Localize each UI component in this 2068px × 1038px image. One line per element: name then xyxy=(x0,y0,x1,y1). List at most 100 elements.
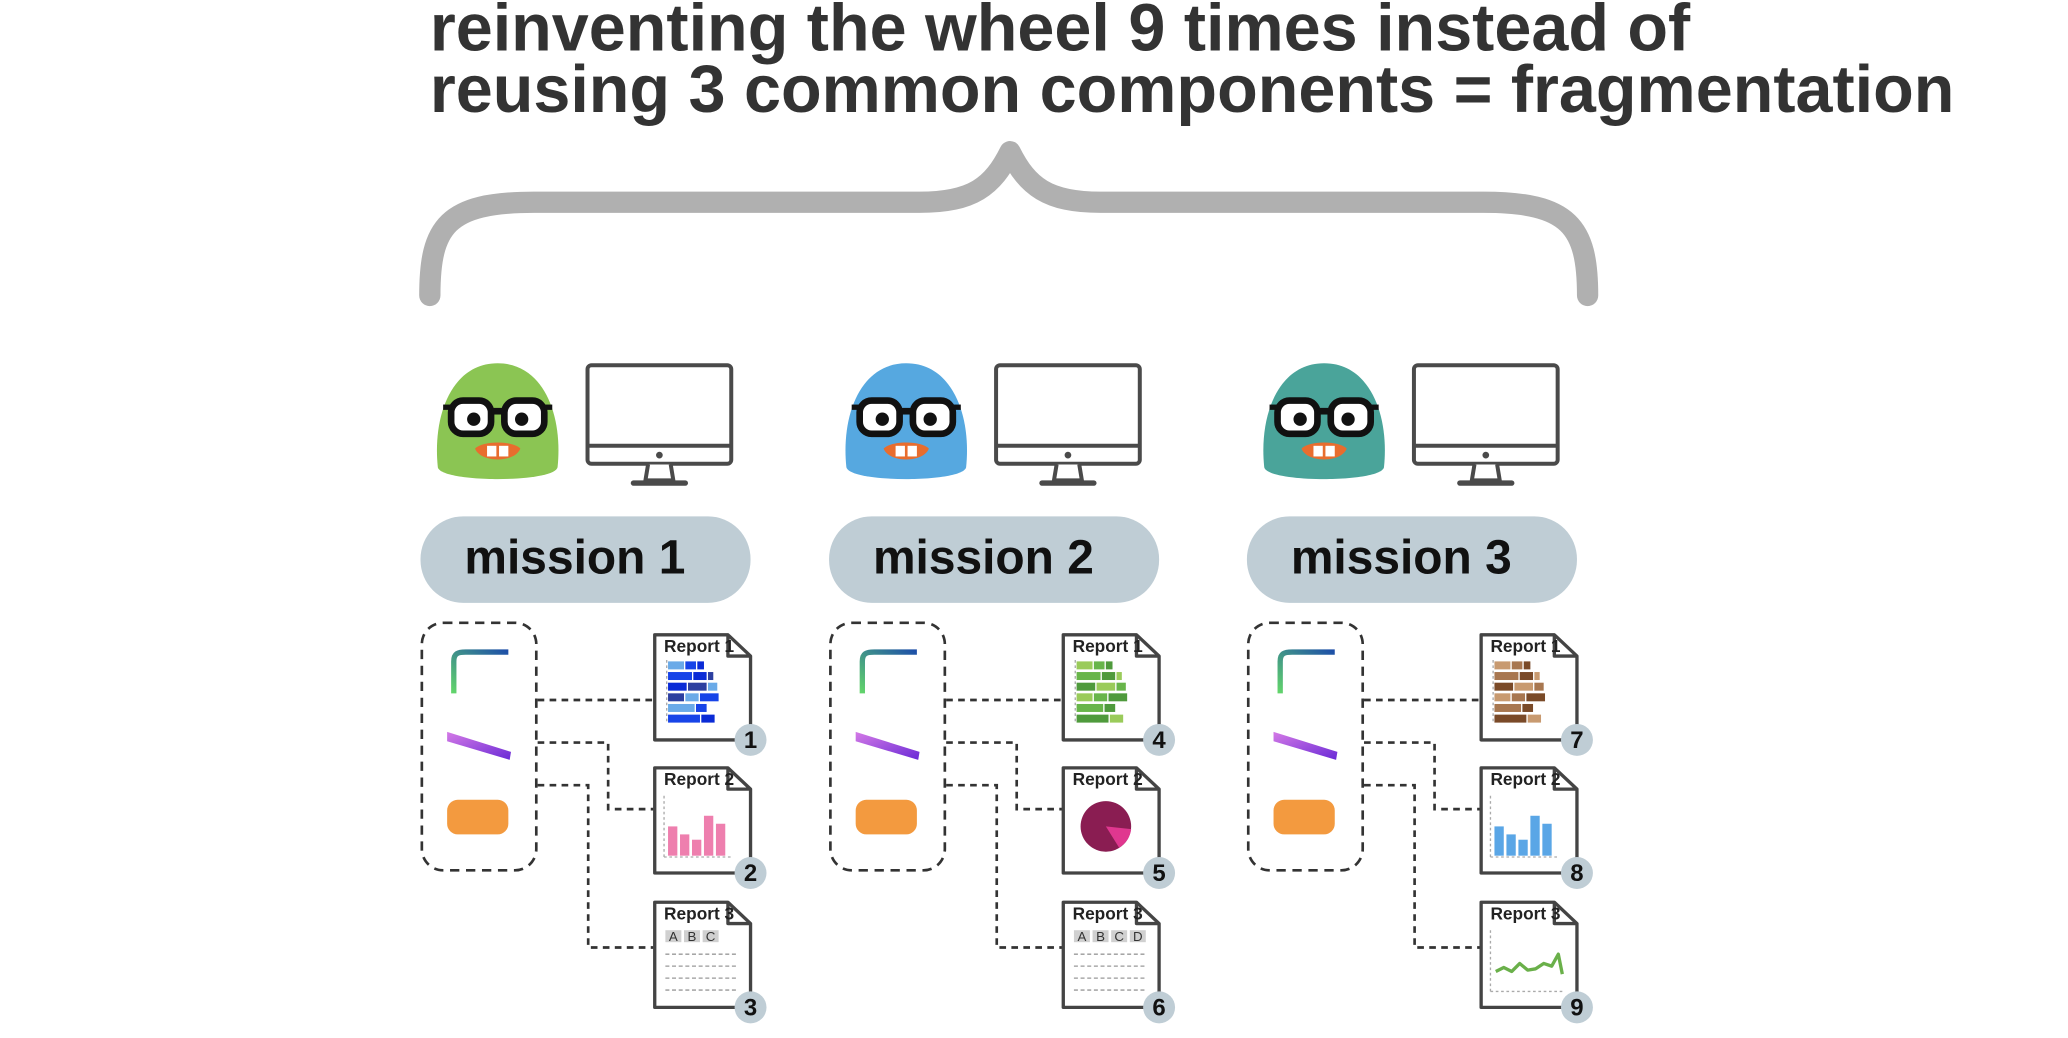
hbar-segment xyxy=(1494,703,1522,712)
report-number-badge xyxy=(734,991,767,1024)
hbar-segment xyxy=(1109,714,1124,723)
title-line-1: reinventing the wheel 9 times instead of xyxy=(430,0,1691,66)
report-number: 8 xyxy=(1570,860,1583,887)
hbar-segment xyxy=(1511,693,1526,702)
eye-right xyxy=(923,412,937,426)
report-title: Report 3 xyxy=(1073,904,1143,924)
report-number: 2 xyxy=(744,860,757,887)
table-column-label: B xyxy=(1096,929,1105,944)
hbar-segment xyxy=(1534,682,1544,691)
connector-line xyxy=(537,741,654,811)
vbar xyxy=(680,834,690,856)
components-box xyxy=(829,621,947,872)
table-column-label: A xyxy=(669,929,678,944)
blob-body xyxy=(1263,363,1385,480)
hbar-segment xyxy=(1511,661,1523,670)
table-header-cell xyxy=(702,930,719,943)
hbar-segment xyxy=(1108,693,1128,702)
report-document: Report 39 xyxy=(1479,900,1593,1024)
document-fold xyxy=(1134,767,1160,791)
diagonal-purple-line-icon xyxy=(855,731,920,760)
hbar-segment xyxy=(1076,703,1104,712)
hbar-segment xyxy=(1526,693,1546,702)
mission-label: mission 1 xyxy=(464,532,685,585)
hbar-segment xyxy=(1116,672,1122,681)
hbar-segment xyxy=(1514,682,1534,691)
hbar-segment xyxy=(695,703,707,712)
report-document: Report 25 xyxy=(1061,766,1176,889)
pie-slice xyxy=(1105,826,1132,848)
hbar-segment xyxy=(1096,682,1116,691)
report-number-badge xyxy=(1143,723,1176,756)
orange-rounded-rect-icon xyxy=(855,799,917,835)
hbar-segment xyxy=(1116,682,1126,691)
monitor-screen xyxy=(1411,363,1560,466)
report-title: Report 1 xyxy=(1073,636,1143,656)
document-fold xyxy=(1134,902,1160,926)
eye-right xyxy=(515,412,529,426)
hbar-segment xyxy=(1105,661,1113,670)
report-number-badge xyxy=(1143,991,1176,1024)
report-number-badge xyxy=(1560,857,1593,889)
hbar-segment xyxy=(668,672,692,681)
tooth-right xyxy=(1325,445,1335,457)
hbar-segment xyxy=(1104,703,1116,712)
table-column-label: C xyxy=(706,929,716,944)
report-title: Report 1 xyxy=(664,636,734,656)
connector-line xyxy=(1364,783,1480,949)
monitor-icon xyxy=(1411,363,1560,486)
report-number-badge xyxy=(1560,723,1593,756)
report-document: Report 14 xyxy=(1061,633,1176,756)
connector-line xyxy=(946,783,1062,949)
vbar xyxy=(1506,834,1516,856)
table-header-cell xyxy=(1092,930,1109,943)
document-page xyxy=(1479,766,1579,875)
diagonal-purple-line-icon xyxy=(447,731,512,760)
table-header-cell xyxy=(1111,930,1128,943)
table-column-label: C xyxy=(1114,929,1124,944)
tooth-right xyxy=(907,445,917,457)
hbar-segment xyxy=(668,714,700,723)
hbar-segment xyxy=(1494,661,1511,670)
vbar xyxy=(1494,826,1504,856)
eye-left xyxy=(1293,412,1307,426)
report-number: 1 xyxy=(744,727,757,754)
orange-rounded-rect-icon xyxy=(447,799,509,835)
report-number-badge xyxy=(1560,991,1593,1024)
hbar-segment xyxy=(1527,714,1542,723)
table-column-label: D xyxy=(1133,929,1143,944)
report-document: Report 17 xyxy=(1479,633,1593,756)
mouth xyxy=(883,442,929,460)
connector-line xyxy=(1364,741,1480,811)
monitor-icon xyxy=(585,363,734,486)
hbar-segment xyxy=(701,714,715,723)
document-fold xyxy=(726,634,751,658)
hbar-segment xyxy=(1494,693,1511,702)
nerd-blob-icon xyxy=(1263,363,1385,480)
mission-label: mission 3 xyxy=(1291,532,1512,585)
vbar xyxy=(1530,815,1540,856)
tooth-left xyxy=(487,445,497,457)
hbar-segment xyxy=(1076,714,1109,723)
report-number-badge xyxy=(734,857,767,889)
monitor-stand xyxy=(643,464,676,483)
report-title: Report 2 xyxy=(664,769,734,789)
vbar xyxy=(1518,839,1528,856)
hbar-segment xyxy=(1076,661,1093,670)
monitor-button xyxy=(1064,451,1072,459)
blob-body xyxy=(845,363,968,480)
report-title: Report 2 xyxy=(1490,769,1560,789)
hbar-segment xyxy=(668,682,687,691)
blob-body xyxy=(436,363,559,480)
monitor-screen xyxy=(585,363,734,466)
connector-line xyxy=(946,741,1062,811)
line-series xyxy=(1495,952,1564,975)
mission-pill xyxy=(829,516,1160,603)
report-document: Report 1 1 xyxy=(653,633,767,756)
gradient-corner-line-icon xyxy=(1277,649,1335,694)
connector-line xyxy=(537,783,654,949)
